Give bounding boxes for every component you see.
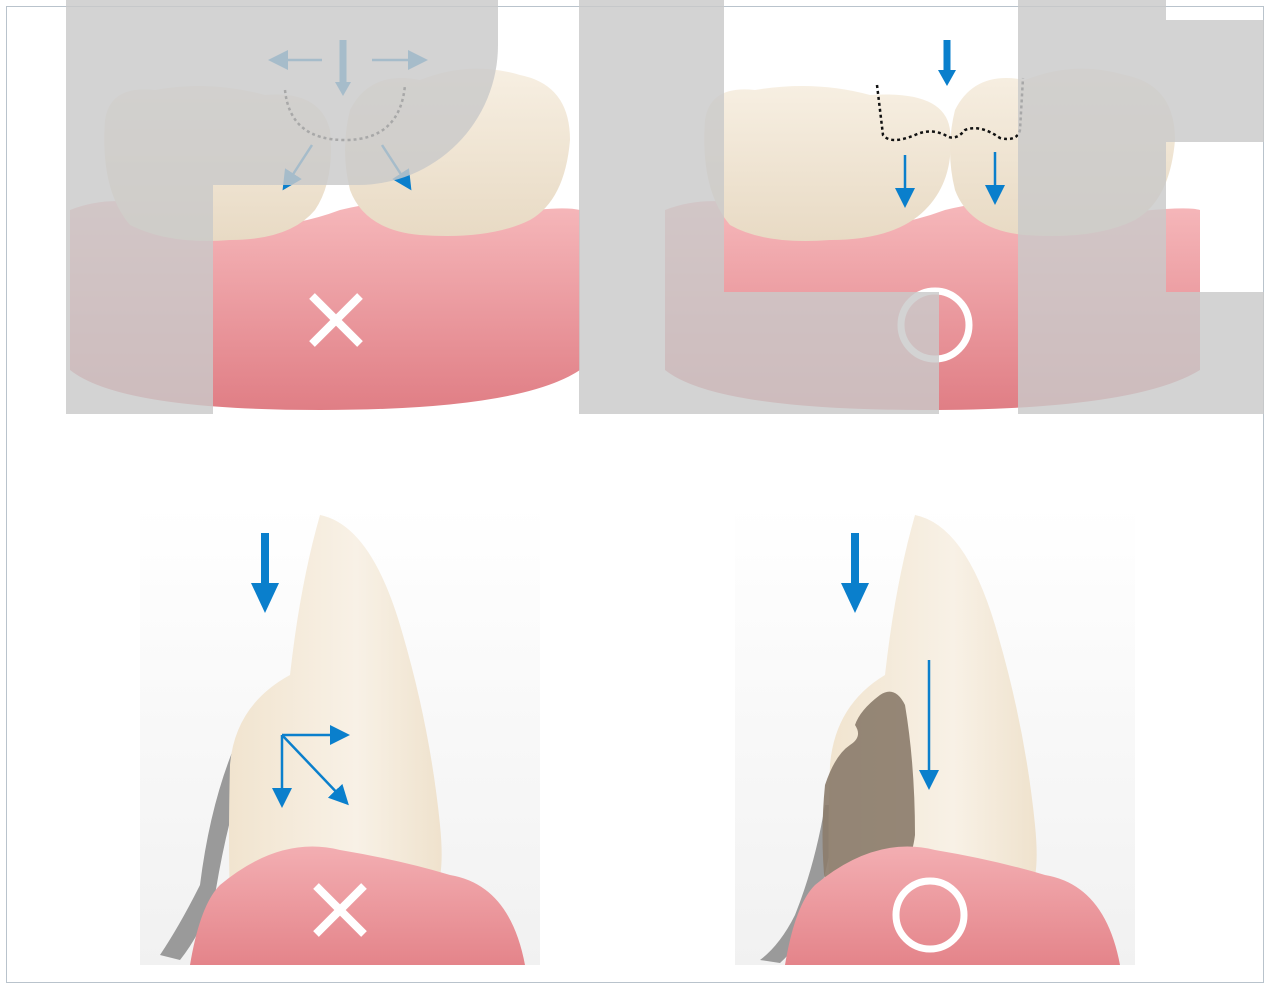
circle-mark-icon <box>890 875 970 955</box>
watermark-block <box>66 0 213 414</box>
watermark-block <box>1166 20 1264 142</box>
watermark-block <box>579 0 724 414</box>
cross-mark-icon <box>310 880 370 940</box>
force-arrow-down <box>851 533 859 588</box>
cross-mark-icon <box>306 290 366 350</box>
panel-anterior-correct <box>735 505 1135 965</box>
watermark-block <box>1166 292 1264 414</box>
panel-anterior-incorrect <box>140 505 540 965</box>
molar-left <box>704 86 950 241</box>
force-arrow-down <box>261 533 269 588</box>
watermark-block <box>724 292 939 414</box>
watermark-block <box>1018 0 1166 414</box>
